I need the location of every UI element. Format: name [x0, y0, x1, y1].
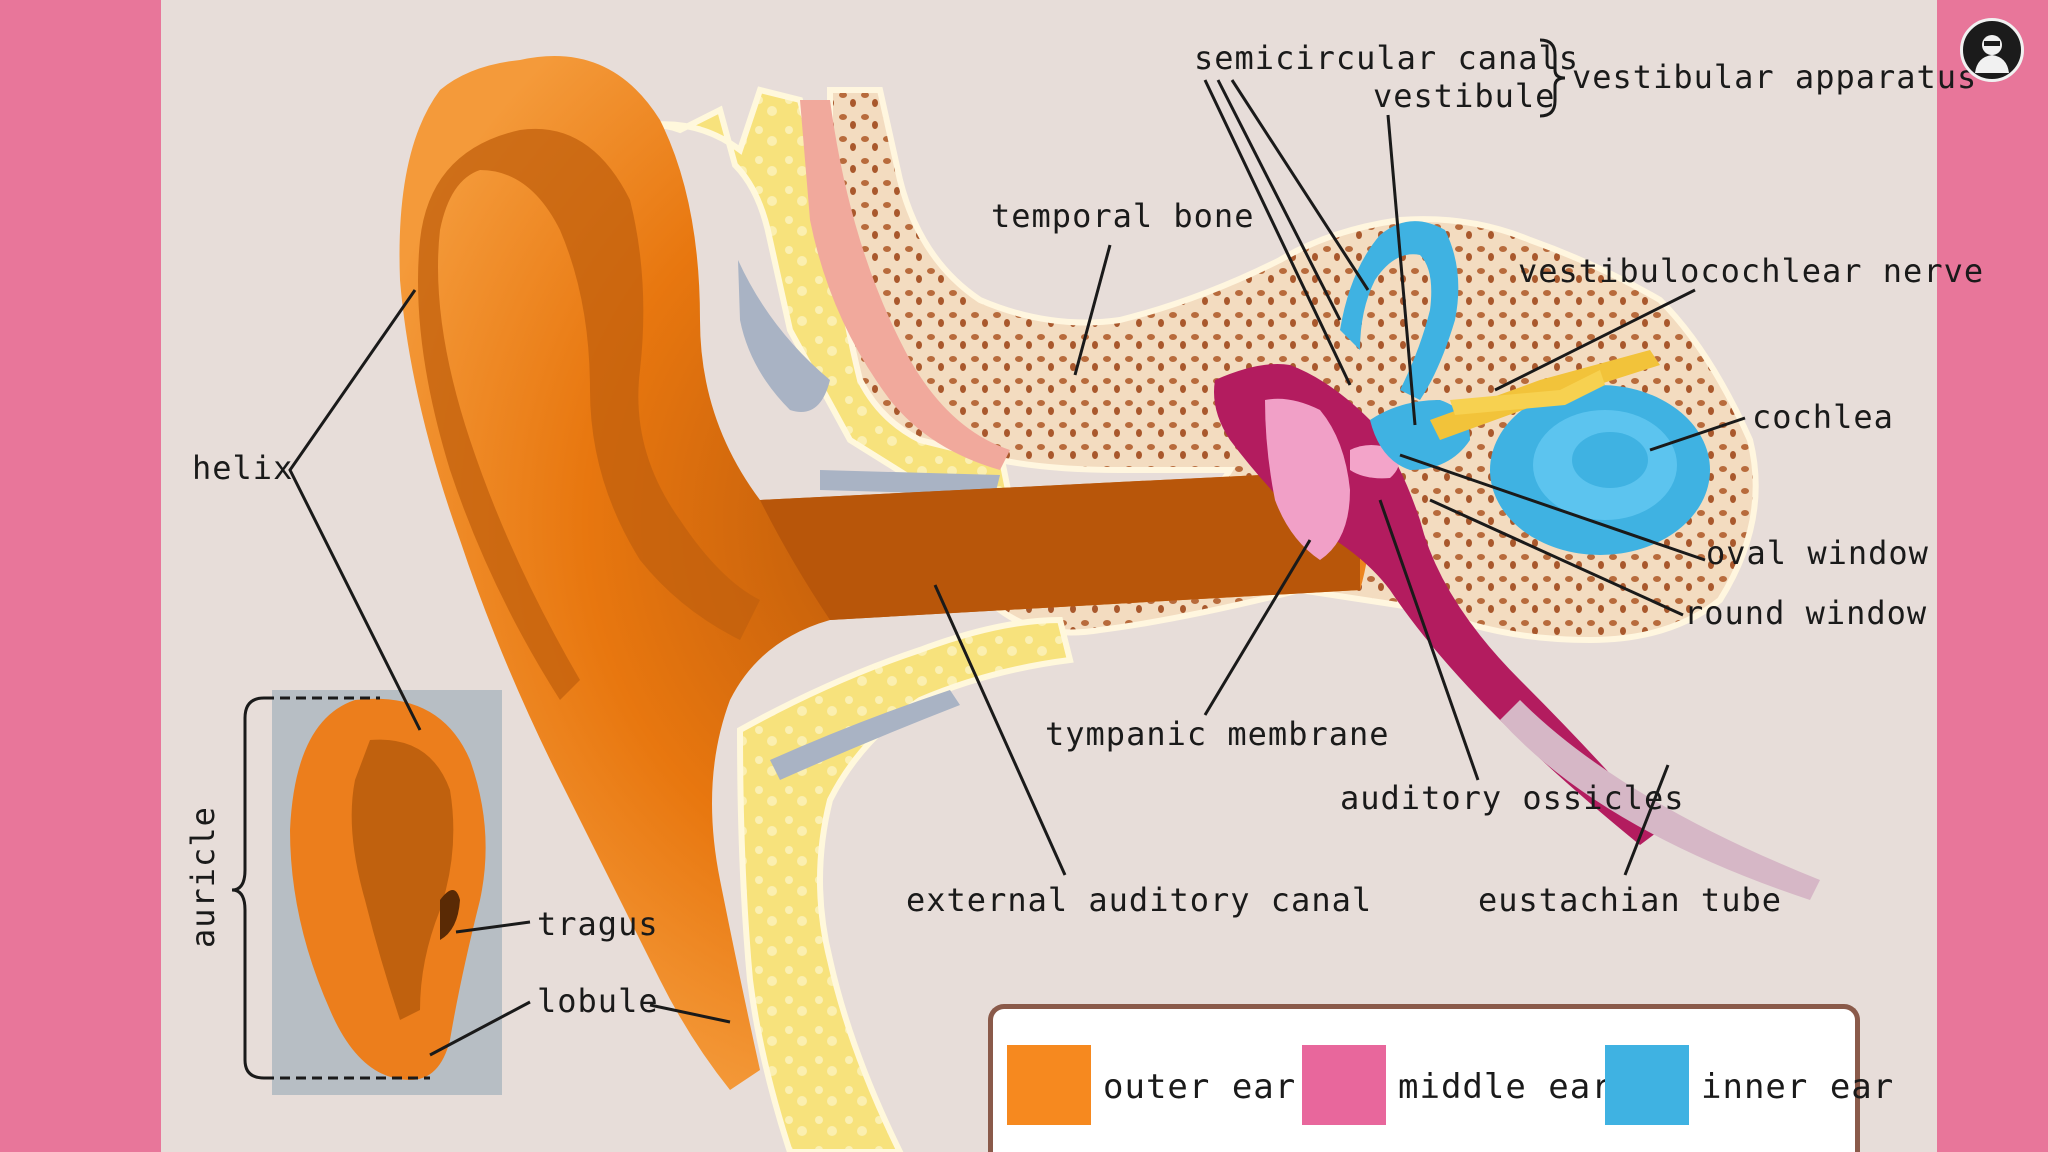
- leader-lines: [288, 79, 1746, 1057]
- label-auricle: auricle: [184, 806, 222, 948]
- vestibular-brace: [1539, 38, 1566, 118]
- label-lobule: lobule: [537, 982, 659, 1020]
- auricle-brace: [231, 696, 430, 1080]
- label-helix: helix: [192, 449, 294, 487]
- label-tragus: tragus: [537, 905, 659, 943]
- color-legend: outer ear middle ear inner ear: [988, 1004, 1893, 1152]
- label-oval-window: oval window: [1706, 534, 1929, 572]
- label-temporal-bone: temporal bone: [991, 197, 1255, 235]
- profile-avatar-icon[interactable]: [1960, 18, 2024, 82]
- label-vestibulocochlear-nerve: vestibulocochlear nerve: [1518, 252, 1985, 290]
- outer-ear-pinna: [399, 56, 1370, 1090]
- label-semicircular-canals: semicircular canals: [1194, 39, 1580, 77]
- legend-swatch-outer-ear: [1007, 1045, 1091, 1125]
- legend-swatch-inner-ear: [1605, 1045, 1689, 1125]
- label-eustachian-tube: eustachian tube: [1478, 881, 1782, 919]
- label-round-window: round window: [1684, 594, 1928, 632]
- avatar-figure-icon: [1975, 35, 2009, 73]
- label-vestibule: vestibule: [1373, 77, 1556, 115]
- legend-label-middle-ear: middle ear: [1398, 1067, 1613, 1107]
- label-external-auditory-canal: external auditory canal: [906, 881, 1373, 919]
- label-tympanic-membrane: tympanic membrane: [1045, 715, 1390, 753]
- inner-ear: [1340, 221, 1710, 555]
- label-auditory-ossicles: auditory ossicles: [1340, 779, 1685, 817]
- legend-label-outer-ear: outer ear: [1103, 1067, 1297, 1107]
- label-cochlea: cochlea: [1752, 398, 1894, 436]
- legend-label-inner-ear: inner ear: [1701, 1067, 1895, 1107]
- legend-item-inner-ear: inner ear: [1605, 1045, 1893, 1125]
- legend-item-outer-ear: outer ear: [1007, 1045, 1295, 1125]
- legend-item-middle-ear: middle ear: [1302, 1045, 1612, 1125]
- skull-bone-lower: [736, 616, 1074, 1152]
- middle-ear: [1214, 364, 1820, 900]
- auricle-inset: [272, 690, 502, 1095]
- label-vestibular-apparatus: vestibular apparatus: [1572, 58, 1978, 96]
- legend-swatch-middle-ear: [1302, 1045, 1386, 1125]
